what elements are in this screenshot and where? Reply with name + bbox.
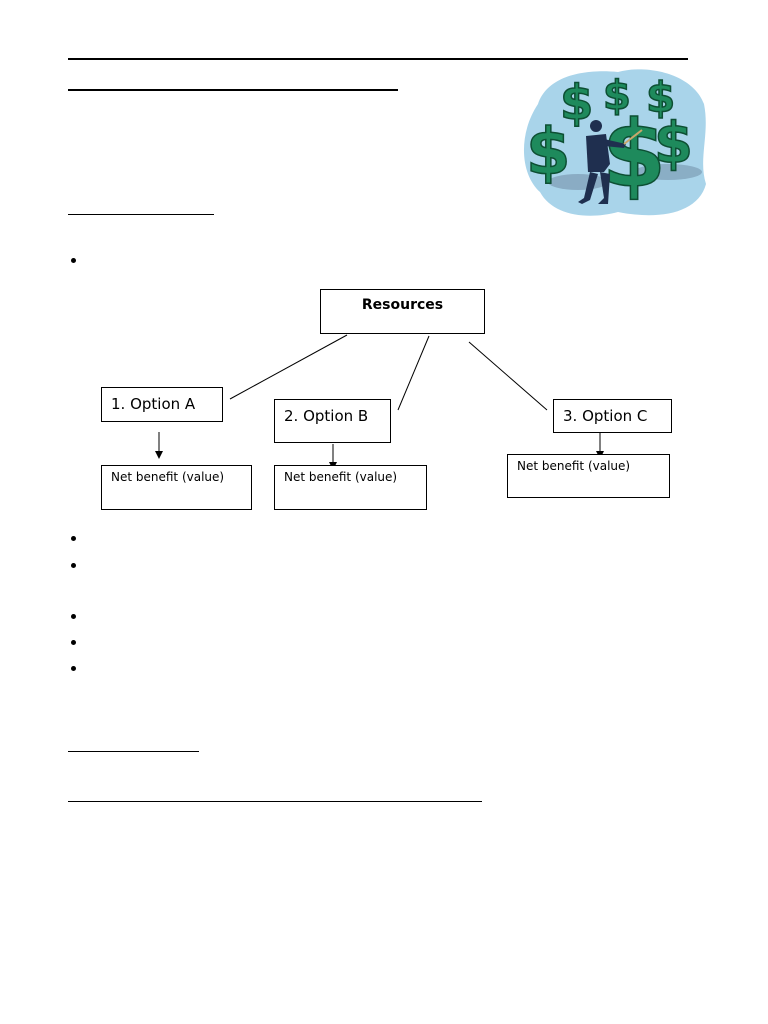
businessman-figure	[578, 120, 643, 204]
connector-to-option-b	[397, 335, 430, 411]
option-c-label: 3. Option C	[563, 407, 648, 425]
bullet-6	[71, 666, 76, 671]
connector-to-option-c	[468, 341, 548, 411]
option-a-box: 1. Option A	[101, 387, 223, 422]
net-benefit-b-label: Net benefit (value)	[284, 470, 398, 484]
bullet-1	[71, 258, 76, 263]
net-benefit-a-box: Net benefit (value)	[101, 465, 252, 510]
dollar-sign-icon: $	[603, 73, 631, 119]
dollar-sign-icon: $	[646, 73, 675, 122]
dollar-signs-man-clipart: $ $ $ $ $ $	[523, 69, 706, 216]
net-benefit-a-label: Net benefit (value)	[111, 470, 225, 484]
heading-underline-4	[68, 801, 482, 802]
bullet-5	[71, 640, 76, 645]
dollar-sign-icon: $	[654, 111, 693, 176]
dollar-sign-icon: $	[602, 101, 666, 208]
option-c-box: 3. Option C	[553, 399, 672, 433]
bullet-3	[71, 563, 76, 568]
heading-underline-2	[68, 214, 214, 215]
bullet-2	[71, 536, 76, 541]
dollar-sign-icon: $	[526, 116, 571, 190]
net-benefit-c-box: Net benefit (value)	[507, 454, 670, 498]
net-benefit-b-box: Net benefit (value)	[274, 465, 427, 510]
connector-to-option-a	[229, 334, 348, 400]
option-b-label: 2. Option B	[284, 407, 369, 425]
resources-label: Resources	[361, 297, 444, 313]
bullet-4	[71, 614, 76, 619]
top-rule	[68, 58, 688, 60]
resources-box: Resources	[320, 289, 485, 334]
heading-underline-3	[68, 751, 199, 752]
heading-underline-1	[68, 89, 398, 91]
dollar-sign-icon: $	[560, 75, 593, 131]
option-a-label: 1. Option A	[111, 395, 196, 413]
option-b-box: 2. Option B	[274, 399, 391, 443]
net-benefit-c-label: Net benefit (value)	[517, 459, 631, 473]
